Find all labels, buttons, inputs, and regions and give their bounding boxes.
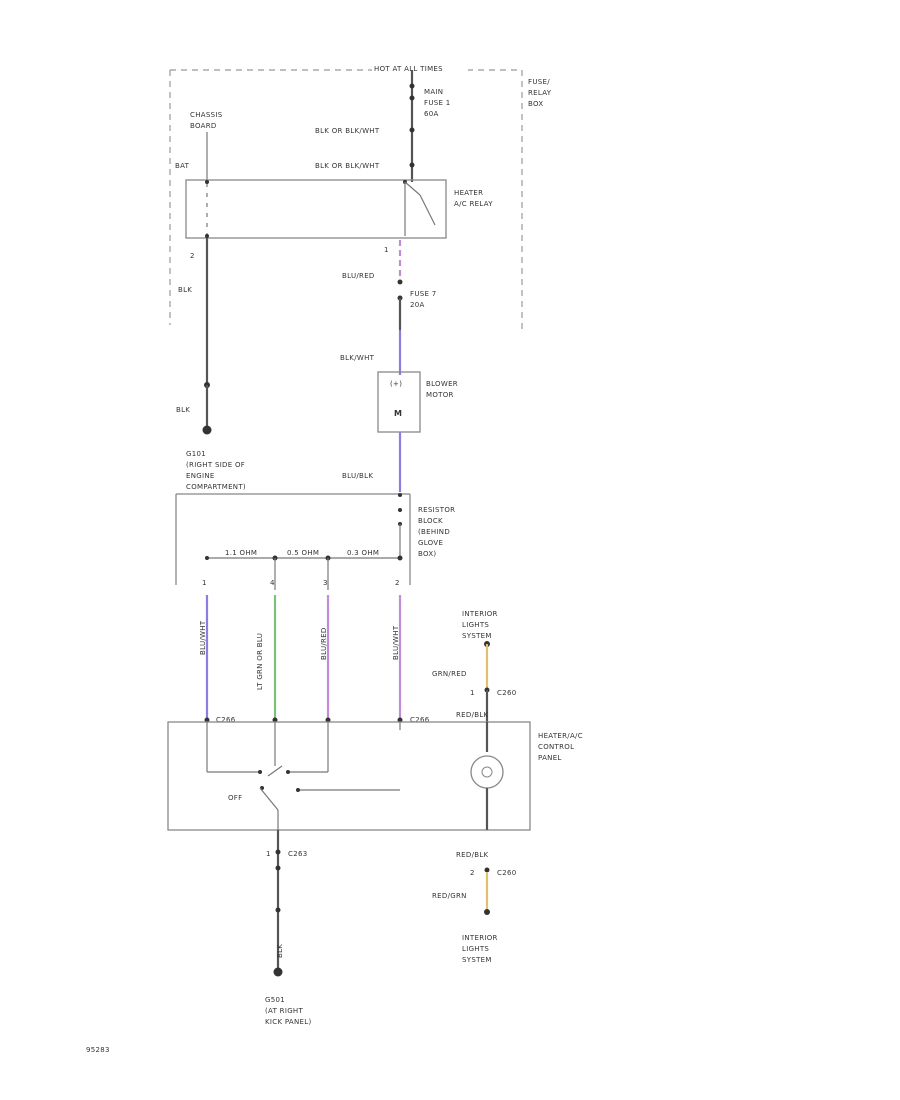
wire-red-blk-bottom-label: RED/BLK xyxy=(456,851,489,859)
heater-relay-label-1: HEATER xyxy=(454,189,483,197)
interior-lights-bottom-1: INTERIOR xyxy=(462,934,498,942)
fuse-relay-box-label-1: FUSE/ xyxy=(528,78,550,86)
control-panel-label-2: CONTROL xyxy=(538,743,574,751)
interior-lights-bottom-2: LIGHTS xyxy=(462,945,489,953)
heater-relay-box xyxy=(185,179,447,239)
blower-motor-label-2: MOTOR xyxy=(426,391,454,399)
control-panel-label-3: PANEL xyxy=(538,754,562,762)
relay-switch-contact xyxy=(419,194,436,226)
wire-label-blu-red: BLU/RED xyxy=(342,272,375,280)
off-switch-contact xyxy=(259,787,279,811)
pin-relay-right: 1 xyxy=(384,246,389,254)
wire-blk-bottom-label: BLK xyxy=(276,944,284,958)
chassis-board-label-1: CHASSIS xyxy=(190,111,223,119)
pin-c-label: 3 xyxy=(323,579,328,587)
pin-relay-left: 2 xyxy=(190,252,195,260)
main-fuse-label-2: FUSE 1 xyxy=(424,99,451,107)
switch-off-label: OFF xyxy=(228,794,242,802)
g501-label-3: KICK PANEL) xyxy=(265,1018,312,1026)
c260-top-label: C260 xyxy=(497,689,516,697)
pin-bat-label: BAT xyxy=(175,162,190,170)
resistor-block-label-4: GLOVE xyxy=(418,539,443,547)
wire-label-blk-1: BLK OR BLK/WHT xyxy=(315,127,380,135)
illumination-bulb-icon xyxy=(470,755,504,789)
wire-b-label: LT GRN OR BLU xyxy=(256,633,264,690)
wire-red-blk-top-label: RED/BLK xyxy=(456,711,489,719)
c263-label: C263 xyxy=(288,850,307,858)
fuse7-label-2: 20A xyxy=(410,301,425,309)
connector-left-label: C266 xyxy=(216,716,236,724)
chassis-board-label-2: BOARD xyxy=(190,122,217,130)
wire-red-grn-label: RED/GRN xyxy=(432,892,467,900)
g101-label-2: (RIGHT SIDE OF xyxy=(186,461,245,469)
connector-right-label: C266 xyxy=(410,716,430,724)
interior-lights-bottom-3: SYSTEM xyxy=(462,956,492,964)
pin-d-label: 2 xyxy=(395,579,400,587)
fuse7-label-1: FUSE 7 xyxy=(410,290,437,298)
speed-switch-contact xyxy=(267,765,283,777)
pin-c263: 1 xyxy=(266,850,271,858)
pin-b-label: 4 xyxy=(270,579,275,587)
main-fuse-label-1: MAIN xyxy=(424,88,443,96)
interior-lights-top-2: LIGHTS xyxy=(462,621,489,629)
g101-label-3: ENGINE xyxy=(186,472,215,480)
wire-label-blk-2: BLK OR BLK/WHT xyxy=(315,162,380,170)
blower-m-symbol: M xyxy=(394,409,402,418)
ground-g101-wire-label: BLK xyxy=(176,406,190,414)
wire-grn-red-label: GRN/RED xyxy=(432,670,467,678)
resistor-2-label: 0.5 OHM xyxy=(287,549,319,557)
g101-label-4: COMPARTMENT) xyxy=(186,483,246,491)
g101-label-1: G101 xyxy=(186,450,206,458)
control-panel-label-1: HEATER/A/C xyxy=(538,732,583,740)
heater-relay-label-2: A/C RELAY xyxy=(454,200,493,208)
resistor-block-label-5: BOX) xyxy=(418,550,436,558)
pin-c260-bottom: 2 xyxy=(470,869,475,877)
resistor-3-label: 0.3 OHM xyxy=(347,549,379,557)
g501-label-2: (AT RIGHT xyxy=(265,1007,303,1015)
resistor-block-label-2: BLOCK xyxy=(418,517,443,525)
wire-c-label: BLU/RED xyxy=(320,627,328,660)
fuse-relay-box-label-2: RELAY xyxy=(528,89,552,97)
resistor-block-label-1: RESISTOR xyxy=(418,506,455,514)
ground-point-g101 xyxy=(202,425,212,435)
resistor-1-label: 1.1 OHM xyxy=(225,549,257,557)
pin-c260-top: 1 xyxy=(470,689,475,697)
c260-bottom-label: C260 xyxy=(497,869,516,877)
interior-lights-top-1: INTERIOR xyxy=(462,610,498,618)
hot-at-all-times-label: HOT AT ALL TIMES xyxy=(374,65,443,73)
wire-label-blu-blk: BLU/BLK xyxy=(342,472,373,480)
interior-lights-top-3: SYSTEM xyxy=(462,632,492,640)
main-fuse-label-3: 60A xyxy=(424,110,439,118)
g501-label-1: G501 xyxy=(265,996,285,1004)
fuse-relay-box-label-3: BOX xyxy=(528,100,543,108)
resistor-block-label-3: (BEHIND xyxy=(418,528,450,536)
wire-label-blk: BLK xyxy=(178,286,192,294)
wire-a-label: BLU/WHT xyxy=(199,620,207,655)
wire-d-label: BLU/WHT xyxy=(392,625,400,660)
blower-plus: (+) xyxy=(390,380,402,388)
pin-a-label: 1 xyxy=(202,579,207,587)
ground-point-g501 xyxy=(273,967,283,977)
wire-label-blk-wht: BLK/WHT xyxy=(340,354,375,362)
heater-ac-control-panel xyxy=(167,721,531,831)
figure-id: 95283 xyxy=(86,1046,110,1054)
blower-motor-label-1: BLOWER xyxy=(426,380,458,388)
